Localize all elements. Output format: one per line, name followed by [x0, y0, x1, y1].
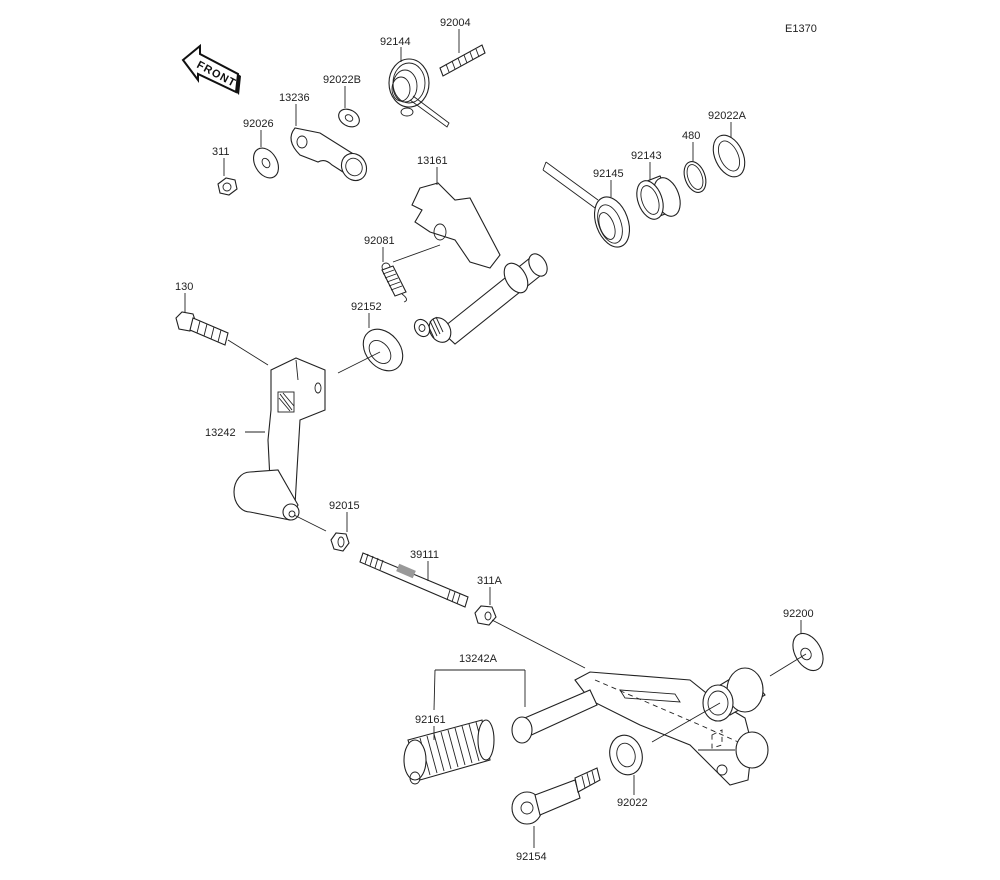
label-13242: 13242	[205, 427, 236, 439]
part-92022B-washer[interactable]: 92022B	[323, 74, 363, 130]
label-92161: 92161	[415, 714, 446, 726]
label-480: 480	[682, 130, 700, 142]
label-92022: 92022	[617, 797, 648, 809]
label-13161: 13161	[417, 155, 448, 167]
part-92022A-seal[interactable]: 92022A	[707, 110, 751, 182]
label-92143: 92143	[631, 150, 662, 162]
label-92081: 92081	[364, 235, 395, 247]
label-92026: 92026	[243, 118, 274, 130]
part-92161-pedal-rubber[interactable]: 92161	[403, 714, 495, 785]
part-13242-shift-arm[interactable]: 13242	[205, 357, 327, 532]
part-92152-seal[interactable]: 92152	[337, 301, 411, 379]
part-92026-washer[interactable]: 92026	[243, 118, 284, 182]
part-92154-pivot-bolt[interactable]: 92154	[511, 767, 601, 863]
part-13161-shift-shaft[interactable]: 13161	[411, 155, 550, 346]
label-92200: 92200	[783, 608, 814, 620]
label-92015: 92015	[329, 500, 360, 512]
part-92200-washer[interactable]: 92200	[769, 608, 829, 677]
label-92022A: 92022A	[708, 110, 747, 122]
label-92004: 92004	[440, 17, 471, 29]
label-39111: 39111	[410, 549, 439, 561]
label-13236: 13236	[279, 92, 310, 104]
part-92081-spring[interactable]: 92081	[364, 235, 441, 303]
part-92015-nut[interactable]: 92015	[329, 500, 360, 552]
part-92143-collar[interactable]: 92143	[631, 150, 685, 223]
part-92145-spring[interactable]: 92145	[542, 161, 636, 252]
label-92152: 92152	[351, 301, 382, 313]
front-arrow-icon: FRONT	[181, 43, 241, 95]
label-92154: 92154	[516, 851, 547, 863]
label-13242A: 13242A	[459, 653, 498, 665]
part-92004-pin[interactable]: 92004	[439, 17, 486, 77]
part-92022-washer[interactable]: 92022	[605, 732, 648, 809]
part-311-nut[interactable]: 311	[212, 146, 238, 196]
label-92022B: 92022B	[323, 74, 361, 86]
label-92144: 92144	[380, 36, 411, 48]
label-311A: 311A	[477, 575, 503, 587]
part-311A-nut[interactable]: 311A	[474, 575, 586, 669]
part-130-bolt[interactable]: 130	[175, 281, 269, 366]
label-130: 130	[175, 281, 193, 293]
part-13236-link[interactable]: 13236	[279, 92, 371, 185]
label-92145: 92145	[593, 168, 624, 180]
figure-code: E1370	[785, 23, 817, 35]
part-92144-spring[interactable]: 92144	[380, 36, 450, 128]
part-480-circlip[interactable]: 480	[680, 130, 710, 195]
part-39111-tie-rod[interactable]: 39111	[359, 549, 469, 608]
part-13242A-pedal[interactable]: 13242A	[433, 653, 769, 786]
label-311: 311	[212, 146, 230, 158]
